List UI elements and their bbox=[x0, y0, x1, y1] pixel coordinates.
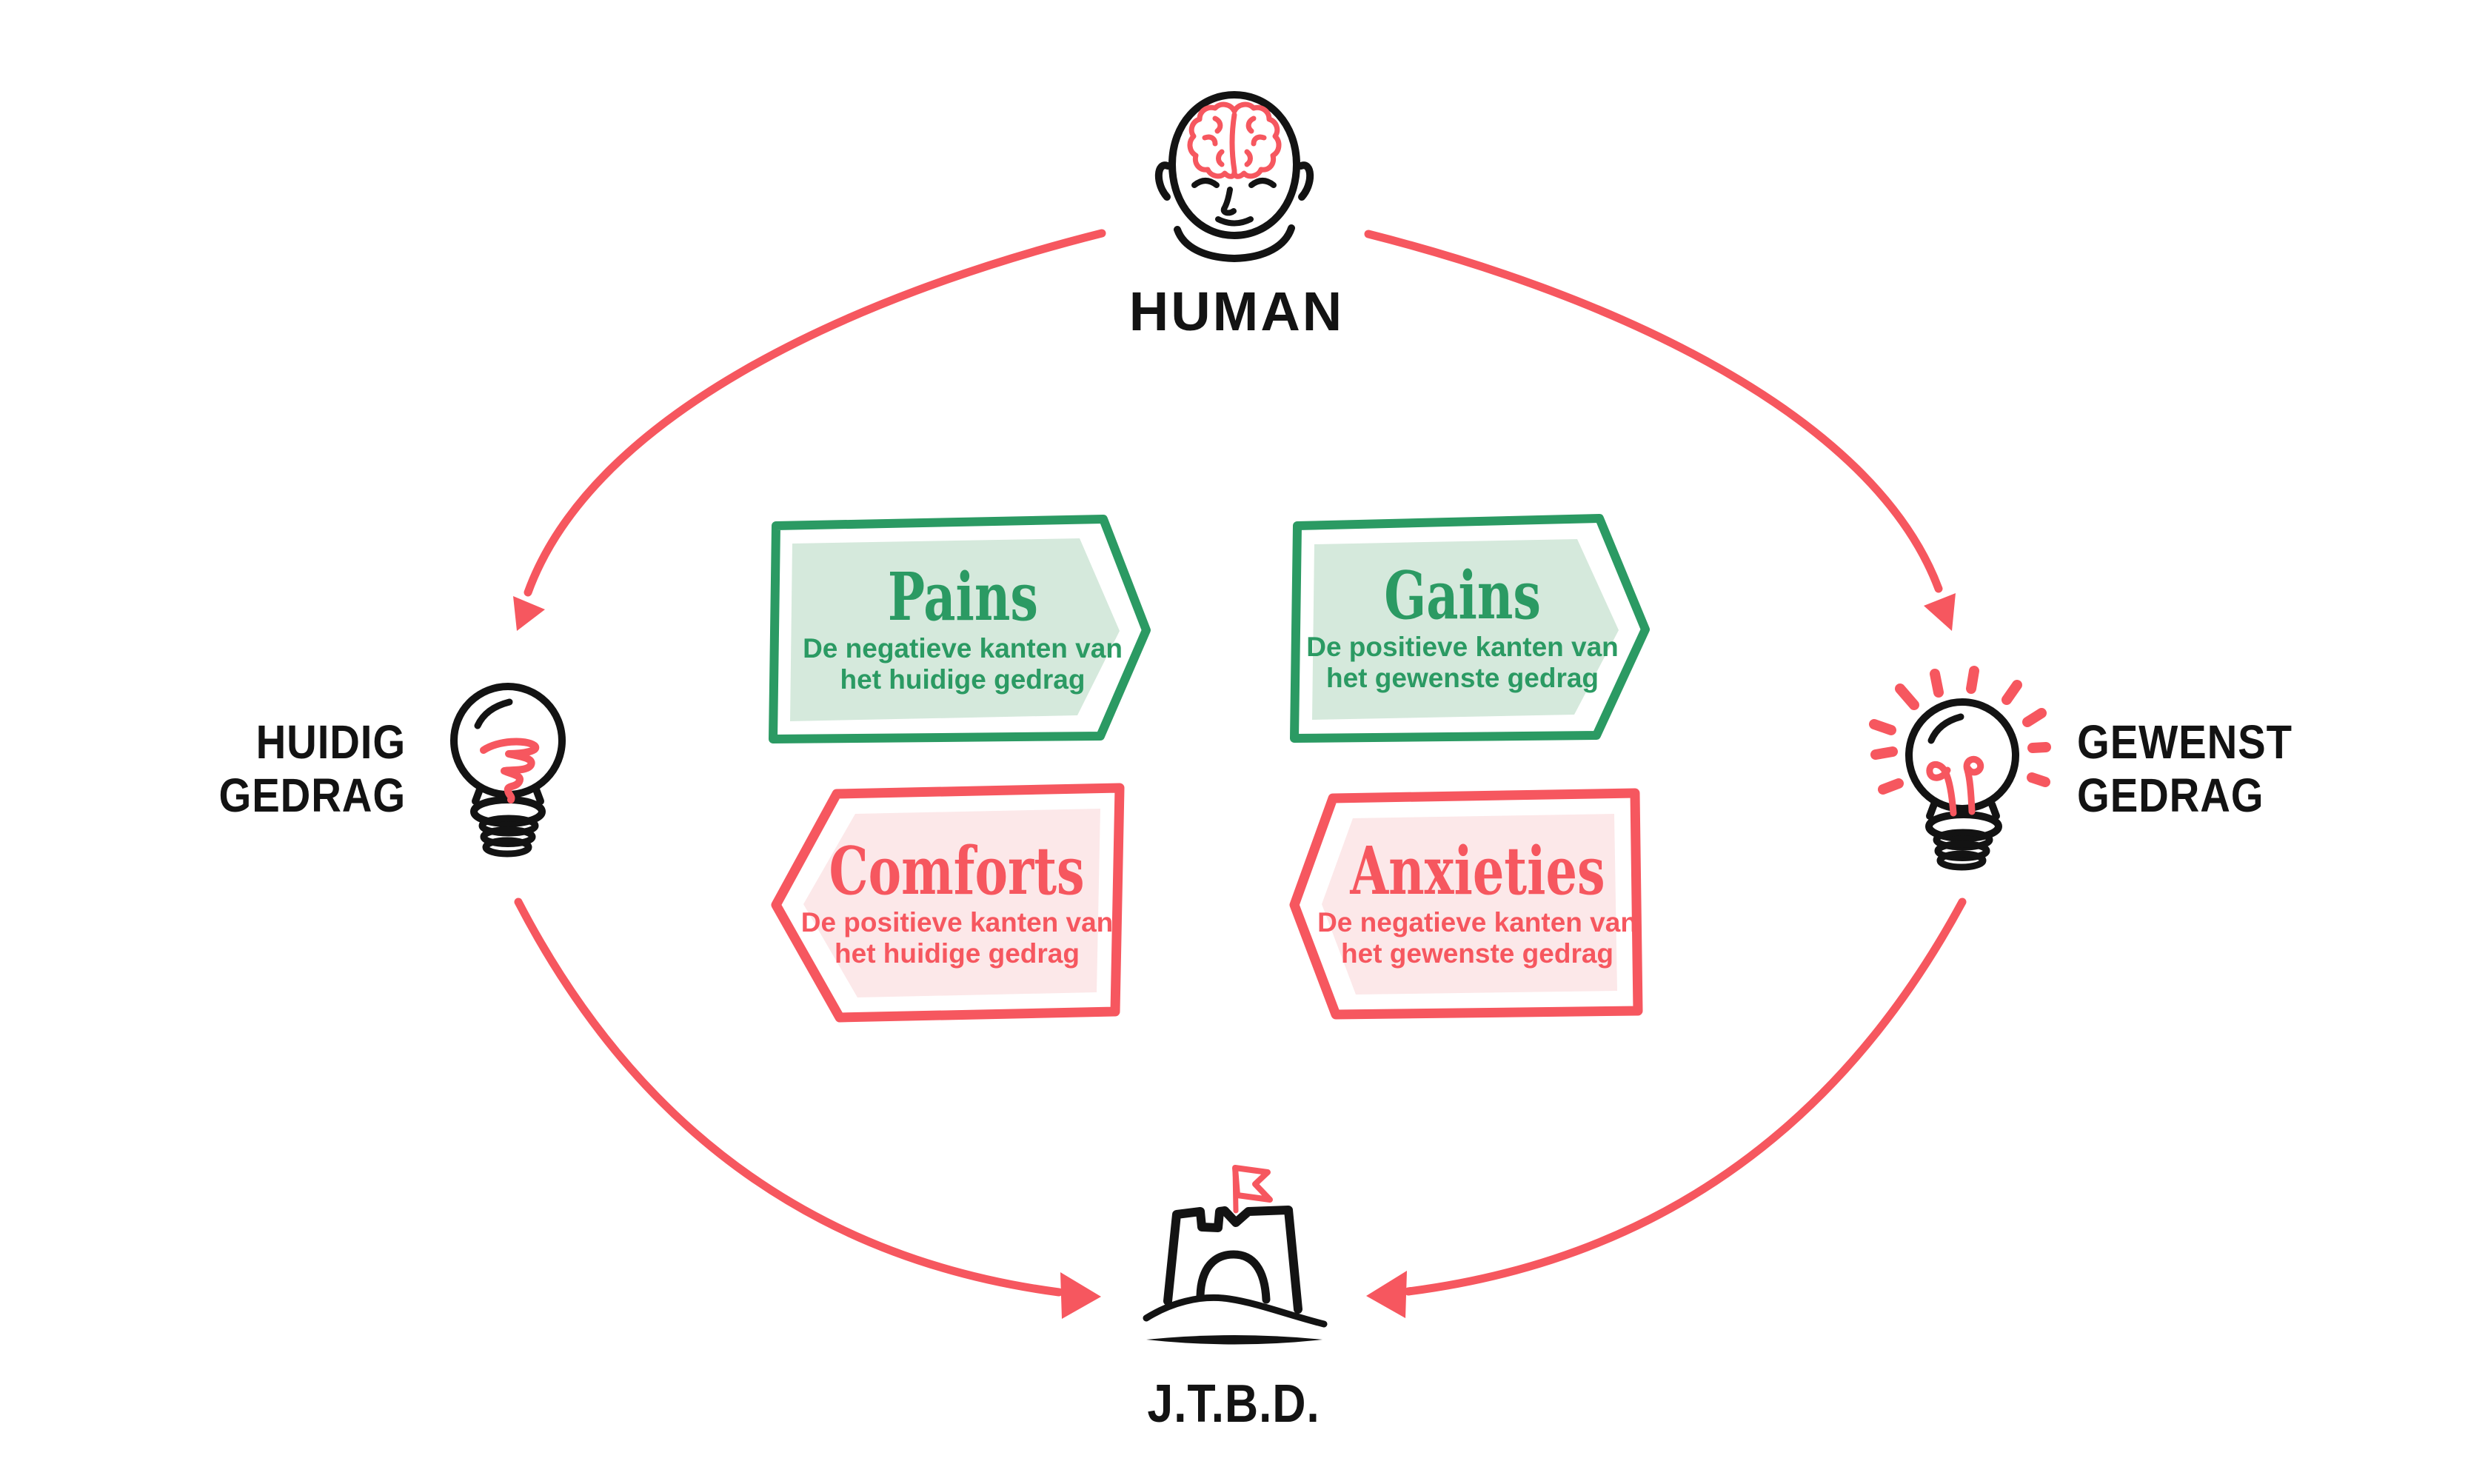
castle-walls bbox=[1163, 1206, 1302, 1314]
pains-banner-fill bbox=[790, 538, 1120, 721]
right-ear bbox=[1297, 161, 1314, 201]
lightbulb-scribble-icon bbox=[450, 683, 566, 858]
bulb-filament bbox=[1926, 755, 1984, 817]
anxieties-subtitle-line1: De negatieve kanten van bbox=[1317, 907, 1637, 937]
pains-subtitle-line2: het huidige gedrag bbox=[840, 664, 1086, 695]
gains-banner: Gains De positieve kanten van het gewens… bbox=[1306, 536, 1619, 717]
pains-banner-border bbox=[769, 515, 1151, 743]
bulb-rays bbox=[1869, 666, 2051, 795]
lightbulb-lit-icon bbox=[1869, 666, 2051, 871]
left-ear bbox=[1154, 161, 1171, 201]
pains-title: Pains bbox=[887, 558, 1038, 635]
gains-title: Gains bbox=[1384, 556, 1541, 634]
ground-line bbox=[1146, 1335, 1322, 1345]
comforts-banner-fill bbox=[803, 809, 1100, 997]
mouth bbox=[1215, 216, 1254, 227]
gains-banner-shape bbox=[1290, 514, 1650, 743]
brain-icon bbox=[1187, 101, 1282, 179]
bulb-screw-base bbox=[478, 815, 539, 858]
comforts-banner-shape bbox=[771, 783, 1125, 1023]
comforts-banner: Comforts De positieve kanten van het hui… bbox=[801, 810, 1114, 994]
arrowhead-jtbd-right bbox=[1366, 1271, 1407, 1318]
jtbd-label: J.T.B.D. bbox=[1147, 1374, 1320, 1434]
flag-icon bbox=[1232, 1165, 1273, 1214]
gains-banner-border bbox=[1290, 514, 1650, 743]
bulb-highlight bbox=[1927, 713, 1964, 744]
arrow-huidig-to-jtbd bbox=[514, 898, 1101, 1319]
neck-line bbox=[1207, 227, 1262, 239]
gewenst-label-line2: GEDRAG bbox=[2077, 769, 2264, 822]
comforts-subtitle-line1: De positieve kanten van bbox=[800, 907, 1114, 937]
anxieties-banner-fill bbox=[1322, 814, 1617, 995]
sandcastle-flag-icon bbox=[1143, 1165, 1328, 1345]
huidig-label-line1: HUIDIG bbox=[255, 715, 406, 769]
comforts-banner-border bbox=[771, 783, 1125, 1023]
arrowhead-jtbd-left bbox=[1060, 1272, 1101, 1319]
hill-line bbox=[1143, 1294, 1328, 1328]
anxieties-banner-shape bbox=[1289, 788, 1643, 1020]
nose bbox=[1220, 187, 1237, 216]
left-eye bbox=[1191, 178, 1220, 188]
arrowhead-huidig bbox=[513, 596, 545, 631]
human-label: HUMAN bbox=[1128, 281, 1345, 342]
head-with-brain-icon bbox=[1154, 91, 1314, 262]
gains-subtitle-line1: De positieve kanten van bbox=[1306, 632, 1619, 662]
castle-door bbox=[1196, 1250, 1271, 1304]
arrow-human-to-gewenst bbox=[1364, 230, 1956, 631]
gains-banner-fill bbox=[1312, 539, 1619, 720]
gewenst-label-line1: GEWENST bbox=[2077, 715, 2293, 769]
anxieties-banner-border bbox=[1289, 788, 1643, 1020]
scribble-icon bbox=[480, 738, 540, 803]
anxieties-subtitle-line2: het gewenste gedrag bbox=[1340, 938, 1614, 969]
shoulders bbox=[1174, 224, 1295, 262]
gains-subtitle-line2: het gewenste gedrag bbox=[1325, 663, 1599, 693]
comforts-subtitle-line2: het huidige gedrag bbox=[835, 938, 1080, 969]
anxieties-banner: Anxieties De negatieve kanten van het ge… bbox=[1317, 810, 1637, 994]
huidig-gedrag-label: HUIDIG GEDRAG bbox=[204, 715, 406, 822]
pains-banner: Pains De negatieve kanten van het huidig… bbox=[803, 538, 1123, 718]
anxieties-title: Anxieties bbox=[1349, 832, 1605, 909]
pains-banner-shape bbox=[769, 515, 1151, 743]
arrow-gewenst-to-jtbd bbox=[1366, 898, 1967, 1318]
right-eye bbox=[1248, 178, 1277, 188]
comforts-title: Comforts bbox=[829, 832, 1086, 909]
pains-subtitle-line1: De negatieve kanten van bbox=[803, 633, 1123, 664]
huidig-label-line2: GEDRAG bbox=[218, 769, 406, 822]
arrow-human-to-huidig bbox=[513, 229, 1106, 631]
gewenst-gedrag-label: GEWENST GEDRAG bbox=[2077, 715, 2351, 822]
bulb-highlight bbox=[474, 698, 513, 729]
bulb-screw-base bbox=[1933, 829, 1993, 871]
arrowhead-gewenst bbox=[1924, 593, 1956, 631]
